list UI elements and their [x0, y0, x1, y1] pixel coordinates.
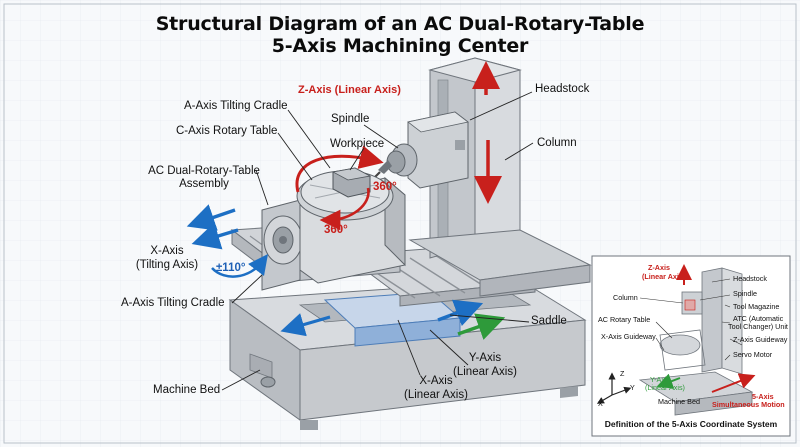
label-tilt-110: ±110° [216, 262, 246, 274]
x-linear-arrow [280, 313, 331, 337]
inset-5-axis-2: Simultaneous Motion [712, 400, 785, 409]
x-tilt-arrow-upper [186, 204, 236, 231]
tilt-110-arrow [211, 254, 269, 278]
label-y-axis-2: (Linear Axis) [453, 366, 517, 378]
coordinate-triad [596, 372, 632, 404]
inset-z-axis-2: (Linear Axis) [642, 272, 686, 281]
inset-headstock: Headstock [733, 274, 767, 283]
label-360-right: 360° [373, 181, 397, 193]
inset-y-axis-2: (Linear Axis) [645, 383, 685, 392]
inset-z-axis-1: Z-Axis [648, 263, 670, 272]
inset-column: Column [613, 293, 638, 302]
spindle [371, 143, 418, 181]
label-spindle: Spindle [331, 113, 370, 125]
label-x-tilt-1: X-Axis [150, 245, 184, 257]
label-360-lower: 360° [324, 224, 348, 236]
leader-lines [221, 91, 534, 391]
title-line-2: 5-Axis Machining Center [271, 35, 529, 57]
label-c-axis-table: C-Axis Rotary Table [176, 125, 278, 137]
inset-z-guideway: Z-Axis Guideway [733, 335, 788, 344]
label-y-axis-1: Y-Axis [468, 352, 502, 364]
x-tilt-arrow-lower [191, 222, 239, 250]
inset-ac-rotary-table: AC Rotary Table [598, 315, 651, 324]
inset-caption: Definition of the 5-Axis Coordinate Syst… [604, 419, 778, 429]
c-rotation-arrow-lower [319, 187, 370, 231]
frame-border [3, 3, 797, 444]
inset-tool-magazine: Tool Magazine [733, 302, 780, 311]
inset-x-guideway: X-Axis Guideway [601, 332, 656, 341]
inset-panel [591, 255, 791, 437]
inset-atc-2: Tool Changer) Unit [728, 322, 788, 331]
inset-5-axis-1: 5-Axis [752, 392, 774, 401]
motion-arrows [186, 61, 506, 340]
label-x-axis-1: X-Axis [419, 375, 453, 387]
label-x-tilt-2: (Tilting Axis) [135, 259, 199, 271]
inset-coord-x: X [598, 399, 603, 408]
label-saddle: Saddle [531, 315, 567, 327]
label-workpiece: Workpiece [330, 138, 385, 150]
label-ac-assembly-1: AC Dual-Rotary-Table [148, 165, 260, 177]
inset-coord-y: Y [630, 383, 635, 392]
label-x-axis-2: (Linear Axis) [404, 389, 468, 401]
inset-y-axis-1: Y-Axis [650, 375, 671, 384]
y-arrow-blue [437, 299, 484, 327]
label-a-axis-cradle-top: A-Axis Tilting Cradle [184, 100, 288, 112]
inset-coord-z: Z [620, 369, 625, 378]
label-z-axis: Z-Axis (Linear Axis) [298, 84, 401, 96]
c-rotation-arrow [295, 145, 384, 193]
title-line-1: Structural Diagram of an AC Dual-Rotary-… [155, 13, 645, 35]
headstock [407, 111, 469, 189]
inset-spindle: Spindle [733, 289, 757, 298]
inset-servo-motor: Servo Motor [733, 350, 773, 359]
workpiece [331, 167, 372, 198]
label-column: Column [537, 137, 577, 149]
y-arrow-green [457, 313, 506, 340]
label-a-axis-cradle-bottom: A-Axis Tilting Cradle [121, 297, 225, 309]
inset-machine-bed: Machine Bed [658, 397, 700, 406]
label-ac-assembly-2: Assembly [179, 178, 229, 190]
label-headstock: Headstock [535, 83, 590, 95]
inset-atc-1: ATC (Automatic [733, 314, 784, 323]
label-machine-bed: Machine Bed [153, 384, 221, 396]
